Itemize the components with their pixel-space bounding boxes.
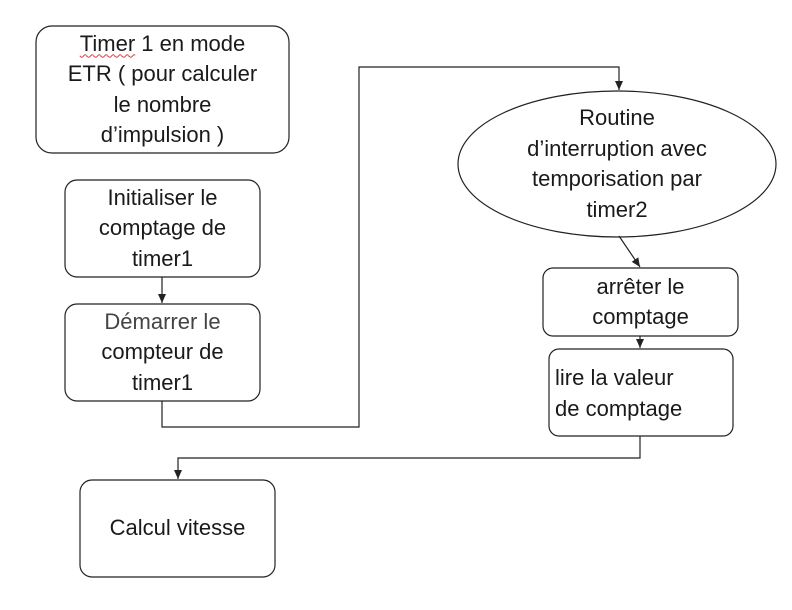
node-init-count-line-3: timer1 xyxy=(131,245,194,271)
node-read-value-line-2: de comptage xyxy=(555,395,683,421)
node-speed-calc-label: Calcul vitesse xyxy=(80,480,275,577)
node-timer1-etr-line-4: d’impulsion ) xyxy=(100,122,225,147)
node-init-count-line-1: Initialiser le xyxy=(107,184,218,210)
node-start-counter-line-2: compteur de xyxy=(101,339,224,365)
node-interrupt-routine-line-1: Routine xyxy=(579,105,655,130)
node-speed-calc-line-1: Calcul vitesse xyxy=(109,515,246,541)
node-init-count-line-2: comptage de xyxy=(98,215,227,241)
node-timer1-etr-line-1-word-timer: Timer xyxy=(79,30,136,56)
node-timer1-etr-box xyxy=(35,25,290,154)
node-interrupt-routine-line-2: d’interruption avec xyxy=(527,135,707,161)
node-stop-count-line-2: comptage xyxy=(592,304,689,329)
node-init-count-label: Initialiser le comptage de timer1 xyxy=(65,180,260,277)
edge-start-counter-to-interrupt-routine xyxy=(161,66,623,428)
node-read-value-label: lire la valeur de comptage xyxy=(549,349,733,436)
node-speed-calc-box xyxy=(79,479,276,578)
node-interrupt-routine-line-4: timer2 xyxy=(586,196,648,222)
node-interrupt-routine-label: Routine d’interruption avec temporisatio… xyxy=(458,100,776,228)
node-start-counter-line-3: timer1 xyxy=(131,369,194,395)
node-interrupt-routine-ellipse xyxy=(457,90,777,238)
node-timer1-etr-line-2: ETR ( pour calculer xyxy=(67,61,258,86)
node-timer1-etr-line-3: le nombre xyxy=(113,91,212,117)
node-stop-count-line-1: arrêter le xyxy=(596,273,685,299)
node-read-value-box xyxy=(548,348,734,437)
node-timer1-etr-line-1-rest: 1 en mode xyxy=(141,30,246,56)
node-interrupt-routine-line-3: temporisation par xyxy=(532,166,702,191)
node-timer1-etr-line-1: Timer 1 en mode xyxy=(80,29,246,60)
node-start-counter-label: Démarrer le compteur de timer1 xyxy=(65,304,260,401)
edge-read-value-to-speed-calc xyxy=(174,436,641,479)
node-read-value-line-1: lire la valeur xyxy=(555,365,674,390)
edge-interrupt-routine-to-stop-count xyxy=(618,235,641,268)
node-start-counter-line-1: Démarrer le xyxy=(104,308,221,334)
node-stop-count-label: arrêter le comptage xyxy=(543,268,738,336)
node-timer1-etr-label: Timer 1 en mode ETR ( pour calculer le n… xyxy=(36,29,289,150)
